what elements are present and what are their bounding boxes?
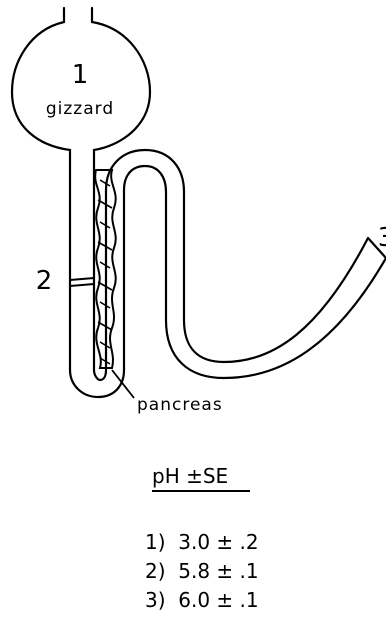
legend-title: pH ±SE (152, 464, 228, 488)
legend-row-site3: 3) 6.0 ± .1 (145, 586, 259, 615)
gizzard-outline (12, 8, 386, 397)
gizzard-label: gizzard (46, 99, 114, 119)
pancreas-label: pancreas (137, 395, 223, 415)
site2-marker (70, 278, 94, 280)
legend-row-site1: 1) 3.0 ± .2 (145, 528, 259, 557)
legend-title-underline (152, 490, 250, 492)
legend-list: 1) 3.0 ± .2 2) 5.8 ± .1 3) 6.0 ± .1 (145, 528, 259, 615)
site3-number: 3 (378, 223, 386, 253)
site2-marker-2 (70, 284, 94, 286)
gizzard-number: 1 (72, 60, 89, 90)
site2-number: 2 (36, 266, 53, 296)
legend-row-site2: 2) 5.8 ± .1 (145, 557, 259, 586)
gizzard-outline-right (92, 8, 368, 380)
